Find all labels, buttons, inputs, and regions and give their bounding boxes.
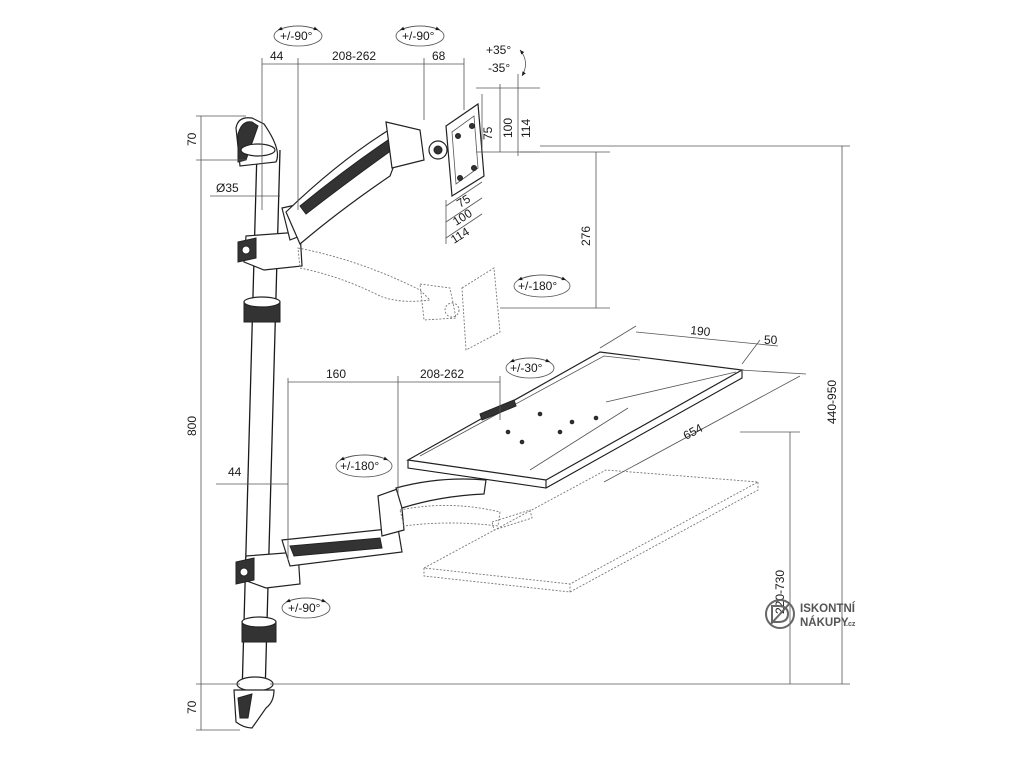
mounting-pole: [241, 142, 281, 696]
svg-text:+/-180°: +/-180°: [340, 459, 379, 473]
rotation-badge-top-right: +/-90°: [395, 25, 445, 47]
dim-pole-offset: 44: [228, 465, 242, 479]
dim-monitor-depth: 68: [432, 49, 446, 63]
dim-keyboard-arm-reach: 208-262: [420, 367, 464, 381]
pole-clamp-upper: [243, 296, 281, 323]
svg-text:+/-90°: +/-90°: [288, 601, 321, 615]
keyboard-arm: [235, 478, 487, 589]
monitor-arm: [237, 102, 485, 271]
dimension-lines: [196, 58, 850, 731]
dim-bottom-cap: 70: [185, 700, 199, 714]
brand-logo: ISKONTNÍ NÁKUPY .cz: [765, 599, 856, 629]
top-wall-bracket: [235, 117, 279, 167]
rotation-badge-tilt: +35° -35°: [486, 43, 526, 77]
dim-top-cap: 70: [185, 132, 199, 146]
monitor-arm-lowered-ghost: [297, 247, 501, 351]
rotation-badge-keyboard-swivel: +/-30°: [505, 357, 555, 379]
pole-clamp-lower: [241, 616, 277, 643]
dim-tray-height: 220-730: [773, 570, 787, 614]
dim-tray-width: 190: [690, 323, 712, 339]
logo-suffix: .cz: [846, 621, 856, 628]
dim-pole-diameter: Ø35: [216, 181, 239, 195]
dim-top-arm-reach: 208-262: [332, 49, 376, 63]
dim-overall-height: 440-950: [825, 380, 839, 424]
svg-text:+/-180°: +/-180°: [518, 279, 557, 293]
dim-vesa-h-114: 114: [448, 224, 472, 246]
svg-text:+/-30°: +/-30°: [510, 361, 543, 375]
logo-line1: ISKONTNÍ: [800, 602, 856, 615]
logo-d-icon: [771, 605, 790, 623]
dim-tray-extension: 50: [764, 333, 778, 347]
dim-pole-height: 800: [185, 416, 199, 436]
dim-monitor-drop: 276: [579, 226, 593, 246]
bottom-wall-bracket: [233, 676, 275, 729]
rotation-badges: +/-90° +/-90° +35° -35° +/-180° +/-30° +…: [273, 25, 571, 619]
svg-text:-35°: -35°: [488, 61, 510, 75]
dim-vesa-v-114: 114: [519, 119, 533, 138]
rotation-badge-bottom-left: +/-90°: [281, 597, 331, 619]
dim-top-offset: 44: [270, 49, 284, 63]
dimension-labels: 44 208-262 68 75 100 114 75 100 114 Ø35 …: [185, 49, 839, 714]
rotation-badge-top-left: +/-90°: [273, 25, 323, 47]
dim-vesa-v-75: 75: [481, 126, 495, 140]
logo-line2: NÁKUPY: [800, 616, 849, 629]
svg-text:+35°: +35°: [486, 43, 511, 57]
rotation-badge-monitor-rotate: +/-180°: [513, 274, 571, 298]
svg-text:+/-90°: +/-90°: [402, 29, 435, 43]
svg-text:+/-90°: +/-90°: [280, 29, 313, 43]
rotation-badge-keyboard-rotate: +/-180°: [335, 454, 393, 478]
keyboard-tray-lowered-ghost: [399, 469, 760, 593]
dim-keyboard-offset: 160: [326, 367, 346, 381]
dim-vesa-v-100: 100: [501, 118, 515, 138]
dim-tray-length: 654: [681, 421, 706, 443]
